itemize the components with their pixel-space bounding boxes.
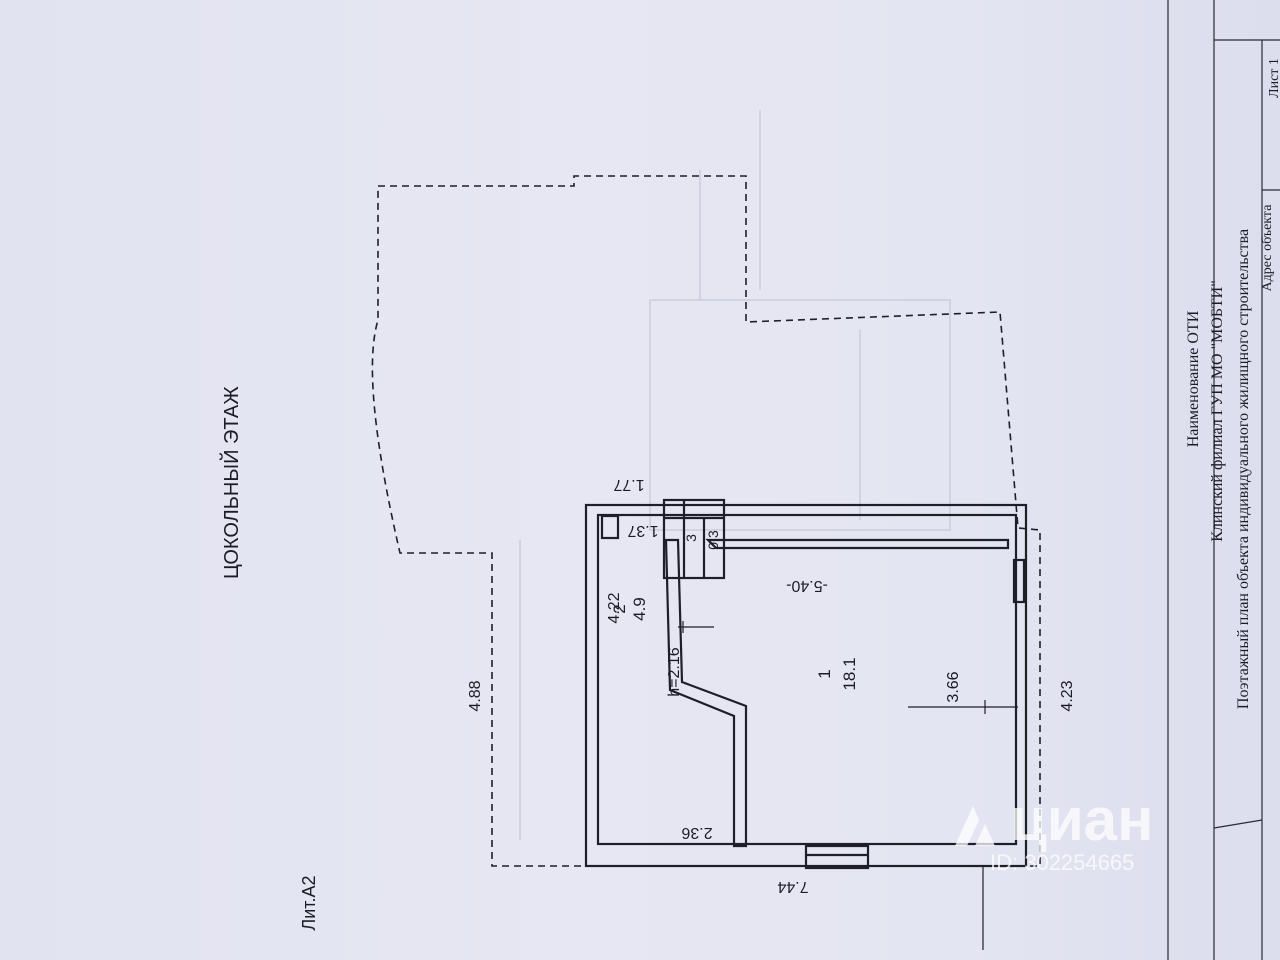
dimension-room1-width: 3.66 bbox=[945, 671, 962, 703]
bleed-through-lines bbox=[519, 110, 951, 840]
room-3-area: 0.3 bbox=[705, 530, 721, 550]
room-2-number: 2 bbox=[610, 604, 629, 614]
building-walls bbox=[584, 498, 1028, 870]
title-block-address-label: Адрес объекта bbox=[1260, 204, 1275, 292]
room-2-area: 4.9 bbox=[630, 597, 649, 621]
title-block-name: Наименование ОТИ bbox=[1185, 310, 1202, 448]
litera-label: Лит.А2 bbox=[299, 875, 319, 931]
title-block-plan-type: Поэтажный план объекта индивидуального ж… bbox=[1235, 228, 1252, 710]
floor-title: ЦОКОЛЬНЫЙ ЭТАЖ bbox=[221, 386, 243, 579]
title-block-sheet: Лист 1 bbox=[1267, 58, 1280, 98]
room-3-number: 3 bbox=[683, 534, 699, 542]
dimension-lines bbox=[678, 621, 1018, 950]
watermark-brand: циан bbox=[1010, 786, 1154, 853]
watermark-id: ID: 302254665 bbox=[990, 850, 1135, 875]
title-block-frame bbox=[1167, 0, 1280, 960]
dimension-top-small: 1.77 bbox=[613, 476, 645, 493]
watermark-logo-icon bbox=[955, 806, 995, 846]
dimension-overall-left: 4.88 bbox=[467, 680, 484, 712]
dimension-stair-width: 1.37 bbox=[627, 522, 659, 539]
title-block-organization: Клинский филиал ГУП МО "МОБТИ" bbox=[1209, 280, 1226, 542]
dimension-overall-right: 4.23 bbox=[1059, 680, 1076, 712]
dimension-room2-bottom: 2.36 bbox=[681, 824, 713, 841]
dimension-ceiling-height: h=2.16 bbox=[666, 647, 683, 697]
room-1-number: 1 bbox=[815, 669, 834, 679]
dimension-overall-bottom: 7.44 bbox=[777, 878, 809, 895]
room-1-area: 18.1 bbox=[840, 657, 859, 691]
level-mark: -5.40- bbox=[786, 577, 828, 594]
upper-floor-outline bbox=[371, 175, 1041, 867]
